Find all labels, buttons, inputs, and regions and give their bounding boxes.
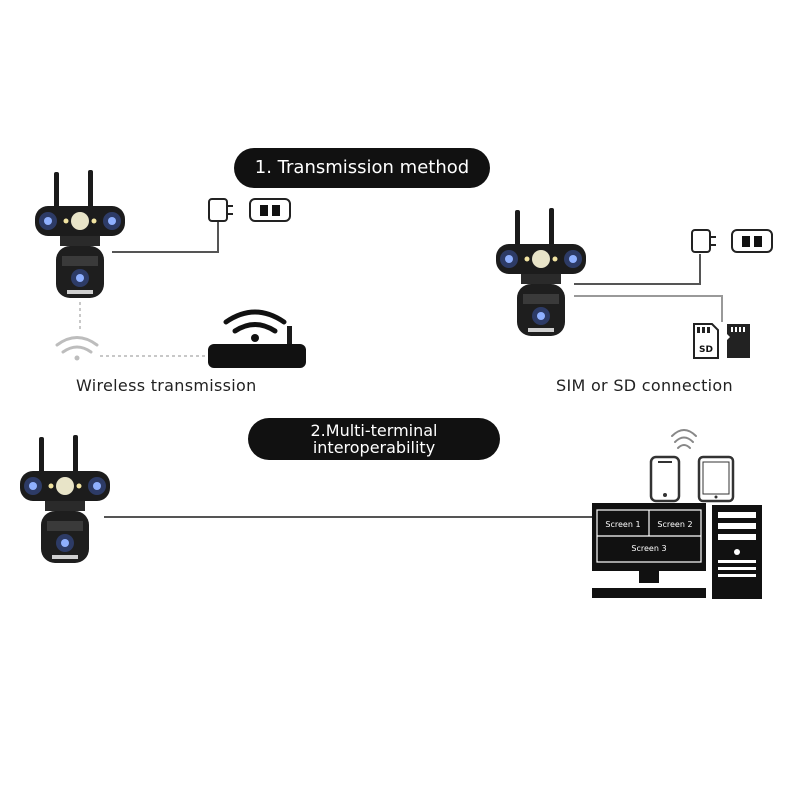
sd-card-text: SD (699, 345, 713, 355)
camera-wireless (35, 170, 125, 298)
storage-cable (574, 295, 723, 322)
screen-2-label: Screen 2 (657, 520, 692, 529)
section1-title: 1. Transmission method (234, 148, 490, 188)
power-socket-icon (249, 198, 291, 222)
power-adapter-icon (208, 198, 234, 222)
monitor-icon: Screen 1 Screen 2 Screen 3 (592, 503, 706, 598)
power-cable-right (574, 254, 701, 285)
camera-multi-terminal (20, 435, 110, 563)
sd-card-icon: SD (693, 323, 719, 359)
tablet-icon (697, 455, 735, 503)
smartphone-icon (649, 455, 681, 503)
wifi-icon (55, 336, 99, 361)
sim-card-icon (727, 324, 750, 358)
router-icon (208, 309, 306, 368)
camera-sim-sd (496, 208, 586, 336)
wireless-transmission-label: Wireless transmission (76, 376, 257, 395)
section2-title: 2.Multi-terminal interoperability (248, 418, 500, 460)
wifi-signal-icon (671, 429, 697, 449)
section2-title-line2: interoperability (312, 438, 436, 457)
power-socket-icon (731, 229, 773, 253)
screen-3-label: Screen 3 (631, 544, 666, 553)
sim-sd-connection-label: SIM or SD connection (556, 376, 733, 395)
power-cable (112, 222, 219, 253)
power-adapter-icon (691, 229, 717, 253)
section2-title-line1: 2.Multi-terminal (310, 421, 438, 440)
pc-tower-icon (712, 505, 762, 599)
screen-1-label: Screen 1 (605, 520, 640, 529)
